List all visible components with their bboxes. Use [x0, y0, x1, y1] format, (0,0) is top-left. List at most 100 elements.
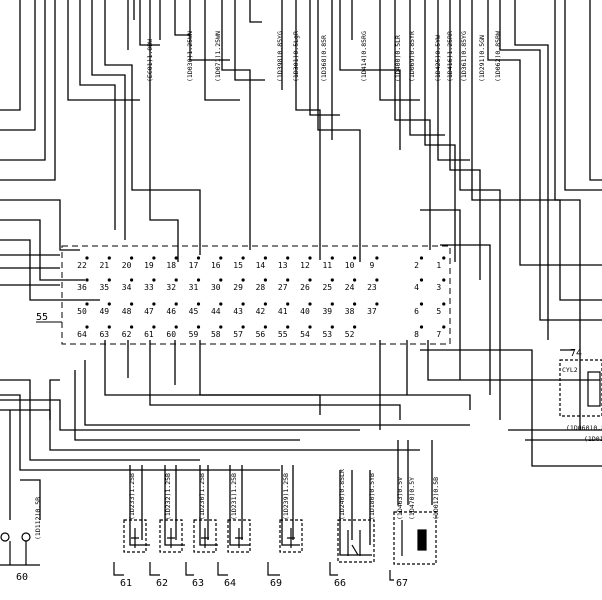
wire-label: (EC01)1.0BW [146, 39, 154, 82]
wire-label: (1D414)0.85RG [360, 31, 368, 82]
connector-pin: 1 [436, 261, 441, 270]
connector-pin: 18 [166, 261, 176, 270]
pin-junction-dot [442, 325, 446, 329]
terminal-icon [21, 532, 31, 542]
connector-pin: 53 [322, 330, 332, 339]
connector-pin: 33 [144, 283, 154, 292]
pin-junction-dot [174, 325, 178, 329]
connector-pin: 37 [367, 307, 377, 316]
pin-junction-dot [241, 256, 245, 260]
connector-pin: 58 [211, 330, 221, 339]
connector-pin: 27 [278, 283, 288, 292]
connector-pin: 3 [436, 283, 441, 292]
wire-label: (1D062)0.85BW [494, 31, 502, 82]
connector-pin: 41 [278, 307, 288, 316]
wire-label: (1D361)0.85YG [460, 31, 468, 82]
component-66-label: 66 [334, 578, 346, 589]
left-wire-bundle [0, 199, 470, 520]
connector-pin: 57 [233, 330, 243, 339]
pin-junction-dot [419, 302, 424, 306]
connector-pin: 36 [77, 283, 87, 292]
pin-junction-dot [152, 302, 156, 306]
wire-label: (1D071)1.25WN [214, 31, 222, 82]
pin-junction-dot [308, 256, 312, 260]
pin-junction-dot [353, 302, 357, 306]
connector-pin: 29 [233, 283, 243, 292]
connector-pin: 17 [189, 261, 199, 270]
component-62 [149, 519, 183, 576]
connector-pin: 11 [322, 261, 332, 270]
top-wire-bundle [0, 0, 602, 430]
pin-junction-dot [286, 256, 290, 260]
pin-junction-dot [442, 302, 446, 306]
pin-junction-dot [286, 278, 290, 282]
pin-junction-dot [419, 325, 424, 329]
wire-label: (1D231)1.25B [230, 473, 238, 520]
pin-junction-dot [375, 256, 379, 260]
component-69 [267, 519, 303, 576]
pin-junction-dot [330, 325, 334, 329]
connector-pin: 46 [166, 307, 176, 316]
pin-junction-dot [263, 302, 267, 306]
wire-label: (1D416)1.25RR [446, 31, 454, 82]
connector-pin: 23 [367, 283, 377, 292]
wire-label: (1D368)0.85R [320, 35, 328, 82]
connector-pin: 35 [99, 283, 109, 292]
pin-junction-dot [442, 256, 446, 260]
pin-junction-dot [196, 278, 201, 282]
connector-pin: 61 [144, 330, 154, 339]
pin-junction-dot [419, 278, 424, 282]
pin-junction-dot [152, 278, 156, 282]
connector-pin: 48 [122, 307, 132, 316]
connector-pin: 54 [300, 330, 310, 339]
pin-junction-dot [107, 278, 111, 282]
connector-pin: 26 [300, 283, 310, 292]
connector-pin: 24 [345, 283, 355, 292]
connector-pin: 40 [300, 307, 310, 316]
component-64 [217, 519, 251, 576]
pin-junction-dot [219, 302, 223, 306]
wire-label-side: (1D010) [584, 435, 602, 443]
pin-junction-dot [263, 256, 267, 260]
connector-pin: 15 [233, 261, 243, 270]
connector-pin: 38 [345, 307, 355, 316]
wire-label: (1D233)1.25B [128, 473, 136, 520]
connector-pin: 62 [122, 330, 132, 339]
connector-pin: 6 [414, 307, 419, 316]
wire-label: (1D230)1.25B [198, 473, 206, 520]
pin-junction-dot [219, 278, 223, 282]
component-63 [185, 519, 217, 576]
connector-pin: 2 [414, 261, 419, 270]
pin-junction-dot [196, 325, 201, 329]
terminal-icon [0, 532, 10, 542]
pin-junction-dot [241, 302, 245, 306]
pin-junction-dot [241, 325, 245, 329]
connector-pin: 45 [189, 307, 199, 316]
connector-pin: 7 [436, 330, 441, 339]
connector-pin: 28 [256, 283, 266, 292]
component-60-label: 60 [16, 572, 28, 583]
connector-pin: 10 [345, 261, 355, 270]
pin-junction-dot [152, 256, 156, 260]
connector-pin: 12 [300, 261, 310, 270]
pin-junction-dot [330, 278, 334, 282]
connector-pin: 50 [77, 307, 87, 316]
wire-label: (1D470)0.5Y [408, 477, 416, 520]
pin-junction-dot [308, 302, 312, 306]
pin-junction-dot [330, 256, 334, 260]
connector-pin: 64 [77, 330, 87, 339]
pin-junction-dot [152, 325, 156, 329]
pin-junction-dot [375, 302, 379, 306]
pin-junction-dot [196, 302, 201, 306]
pin-junction-dot [219, 256, 223, 260]
wire-label-side: CYL2 [562, 366, 578, 374]
pin-junction-dot [330, 302, 334, 306]
pin-junction-dot [107, 256, 111, 260]
connector-pin: 60 [166, 330, 176, 339]
connector-pin: 8 [414, 330, 419, 339]
connector-pin: 31 [189, 283, 199, 292]
connector-pin: 63 [99, 330, 109, 339]
component-61-label: 61 [120, 578, 132, 589]
